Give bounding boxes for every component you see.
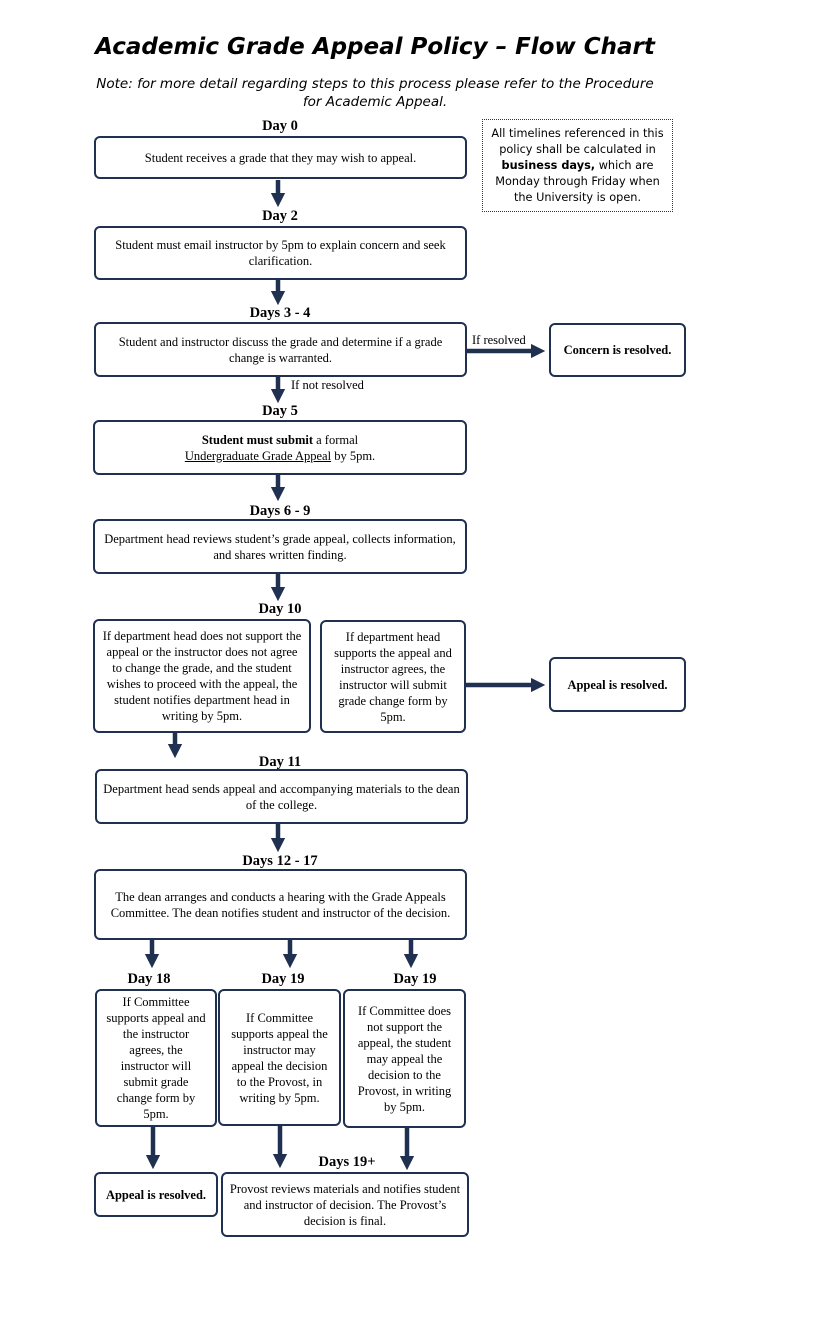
step-student-may-appeal: If Committee does not support the appeal…	[343, 989, 466, 1128]
step-dean-hearing: The dean arranges and conducts a hearing…	[94, 869, 467, 940]
day-label-11: Day 11	[258, 754, 302, 770]
day-label-2: Day 2	[262, 208, 298, 224]
day-label-19b: Day 19	[393, 971, 437, 987]
day-label-5: Day 5	[262, 403, 298, 419]
step-concern-resolved: Concern is resolved.	[549, 323, 686, 377]
step-submit-appeal: Student must submit a formal Undergradua…	[93, 420, 467, 475]
timeline-note-bold: business days,	[501, 158, 596, 172]
step-head-not-support: If department head does not support the …	[93, 619, 311, 733]
submit-tail: by 5pm.	[334, 448, 376, 463]
step-department-review: Department head reviews student’s grade …	[93, 519, 467, 574]
day-label-18: Day 18	[127, 971, 171, 987]
step-send-to-dean: Department head sends appeal and accompa…	[95, 769, 468, 824]
undergraduate-grade-appeal-link[interactable]: Undergraduate Grade Appeal	[184, 448, 332, 463]
day-label-10: Day 10	[258, 601, 302, 617]
timeline-note-after: which are Monday through Friday when the…	[495, 158, 660, 204]
timeline-note: All timelines referenced in this policy …	[482, 119, 673, 212]
step-email-instructor: Student must email instructor by 5pm to …	[94, 226, 467, 280]
page-title: Academic Grade Appeal Policy – Flow Char…	[95, 34, 655, 60]
label-if-not-resolved: If not resolved	[291, 378, 364, 392]
day-label-12-17: Days 12 - 17	[242, 853, 318, 869]
day-label-3-4: Days 3 - 4	[249, 305, 311, 321]
step-discuss-grade: Student and instructor discuss the grade…	[94, 322, 467, 377]
day-label-0: Day 0	[262, 118, 298, 134]
step-instructor-may-appeal: If Committee supports appeal the instruc…	[218, 989, 341, 1126]
step-head-supports: If department head supports the appeal a…	[320, 620, 466, 733]
page-note: Note: for more detail regarding steps to…	[96, 76, 654, 110]
step-appeal-resolved-1: Appeal is resolved.	[549, 657, 686, 712]
day-label-19a: Day 19	[261, 971, 305, 987]
step-appeal-resolved-2: Appeal is resolved.	[94, 1172, 218, 1217]
day-label-6-9: Days 6 - 9	[249, 503, 311, 519]
timeline-note-before: All timelines referenced in this policy …	[491, 126, 664, 156]
day-label-19-plus: Days 19+	[318, 1154, 376, 1170]
step-receive-grade: Student receives a grade that they may w…	[94, 136, 467, 179]
label-if-resolved: If resolved	[472, 333, 526, 347]
submit-rest: a formal	[316, 432, 359, 447]
step-committee-supports: If Committee supports appeal and the ins…	[95, 989, 217, 1127]
submit-bold: Student must submit	[201, 432, 313, 447]
step-provost-review: Provost reviews materials and notifies s…	[221, 1172, 469, 1237]
